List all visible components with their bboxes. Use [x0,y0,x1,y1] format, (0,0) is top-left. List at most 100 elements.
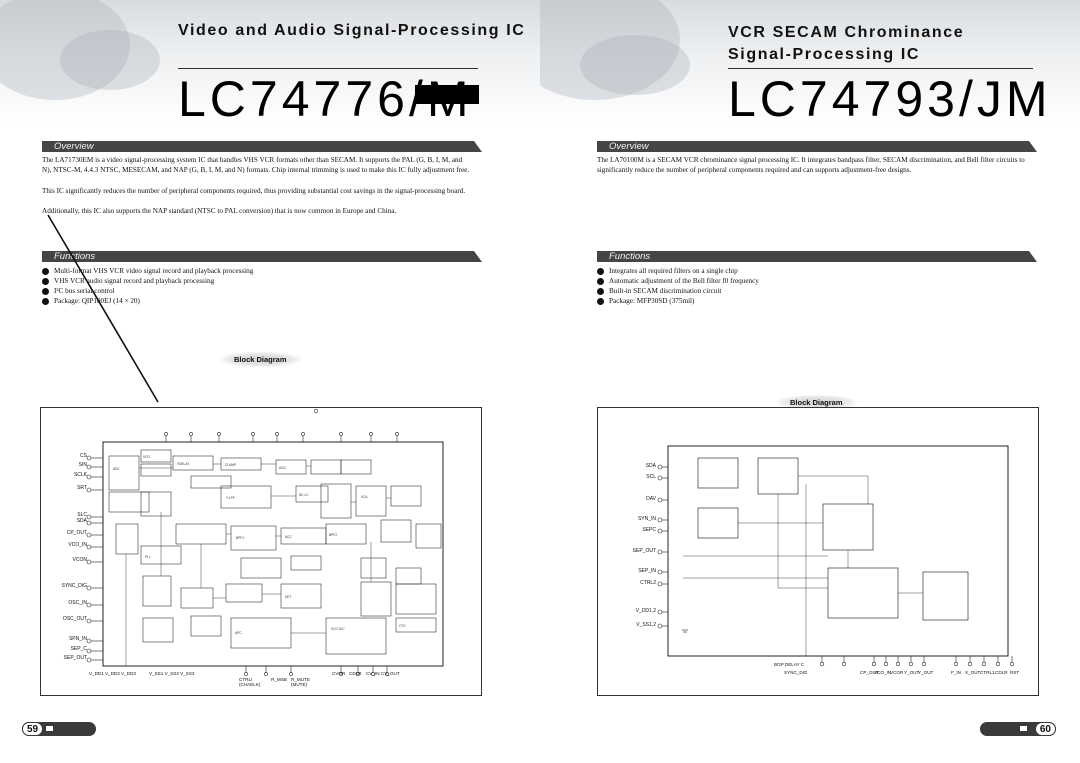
pin-label: SCLK [73,472,87,478]
pin-label: OSC_IN [68,600,87,606]
right-block-diagram-schematic [657,445,1015,667]
left-leader-line [47,214,159,403]
pin-label: Y_OUT [904,670,920,675]
pin-label: CTRLI (CHAELK) [239,677,261,687]
pin-label: CS [80,453,87,459]
pin-label: VCO_IN [874,670,892,675]
pin-label: VCON [72,557,87,563]
left-block-diagram-label: Block Diagram [220,352,301,367]
svg-text:VCO 3LC: VCO 3LC [331,627,345,631]
left-subtitle: Video and Audio Signal-Processing IC [178,22,526,39]
pin-label: SEP_OUT [63,655,87,661]
bullet-icon [42,277,49,285]
right-block-diagram-label: Block Diagram [776,395,857,410]
left-overview-heading: Overview [42,141,482,152]
pin-label: SPN_IN [68,636,87,642]
pin-label: CTRL2 [640,580,656,586]
left-overview-p2: This IC significantly reduces the number… [42,187,466,195]
left-title-rule [178,68,478,69]
list-item: Automatic adjustment of the Bell filter … [597,276,1037,286]
pin-label: OSC_OUT [62,616,87,622]
pin-label: VCOR [890,670,904,675]
pin-label: SIN [78,462,87,468]
left-page-number-tab: 59 [22,722,96,736]
left-block-diagram-schematic: ADC VCO YDELAY CLAMP AGC Y-LPF NC LC VCA… [86,408,444,676]
pin-label: R_MSB [271,677,287,682]
list-item: Integrates all required filters on a sin… [597,266,1037,276]
svg-text:BPF1: BPF1 [236,536,244,540]
svg-text:BPF2: BPF2 [329,533,337,537]
left-functions-heading: Functions [42,251,482,262]
bullet-icon [42,297,49,305]
pin-label: CVOR [332,671,346,676]
page-tab-icon [46,726,53,731]
svg-text:NC LC: NC LC [299,493,309,497]
svg-text:Y-LPF: Y-LPF [226,496,235,500]
list-item: Built-in SECAM discrimination circuit [597,286,1037,296]
left-header-background [0,0,540,125]
bullet-icon [597,267,604,275]
right-subtitle-line2: Signal-Processing IC [728,46,921,63]
bullet-icon [42,267,49,275]
pin-label: SLC [77,512,87,518]
pin-label: SEP_C [70,646,87,652]
pin-label: SDA [76,518,87,524]
list-item: VHS VCR audio signal record and playback… [42,276,472,286]
right-header-background [540,0,1080,125]
bullet-icon [597,287,604,295]
right-title: LC74793/JM [728,71,1052,127]
right-page-number-tab: 60 [980,722,1056,736]
right-functions-heading: Functions [597,251,1037,262]
svg-text:CTC: CTC [399,624,406,628]
pin-label: CP_OUT [66,530,87,536]
svg-text:APC: APC [235,631,242,635]
svg-text:YDELAY: YDELAY [177,462,190,466]
left-overview-p3: Additionally, this IC also supports the … [42,207,397,215]
pin-label: Y_OUT [918,670,934,675]
left-page: Video and Audio Signal-Processing IC LC7… [0,0,540,736]
bullet-icon [42,287,49,295]
pin-label: SCL [646,474,656,480]
right-overview-p1: The LA70100M is a SECAM VCR chrominance … [597,156,1025,174]
pin-label: V_DD1,2 [635,608,656,614]
left-overview-p1: The LA71730EM is a video signal-processi… [42,156,470,174]
left-title-redaction-bar [415,85,479,104]
svg-text:ADC: ADC [113,467,120,471]
pin-label: CDLR [995,670,1008,675]
pin-label: X_OUT [965,670,981,675]
list-item: Multi-format VHS VCR video signal record… [42,266,472,276]
svg-text:VCA: VCA [361,495,368,499]
svg-text:PLL: PLL [145,555,151,559]
right-page-number: 60 [1034,722,1056,736]
pin-label: CTRL1 [980,670,995,675]
svg-text:ACC: ACC [285,535,292,539]
svg-text:VCO: VCO [143,455,150,459]
pin-label: SYN_IN [637,516,656,522]
left-page-number: 59 [22,722,44,736]
pin-label: SEPC [642,527,656,533]
pin-label: SYNC_DIG [61,583,87,589]
bullet-icon [597,297,604,305]
pin-label: F_IN [951,670,961,675]
list-item: Package: MFP30SD (375mil) [597,296,1037,306]
list-item: I²C bus serial control [42,286,472,296]
right-subtitle-line1: VCR SECAM Chrominance [728,24,965,41]
pin-label: SEP_OUT [632,548,656,554]
right-overview-heading: Overview [597,141,1037,152]
pin-label: RST [1010,670,1020,675]
svg-text:AGC: AGC [279,466,287,470]
right-block-diagram: SDA SCL DAV SYN_IN SEPC SEP_OUT SEP_IN C… [597,407,1039,696]
pin-label: SDA [645,463,656,469]
svg-text:CLAMP: CLAMP [225,463,236,467]
pin-label: V_SS1 V_SS2 V_SS3 [149,671,195,676]
left-block-diagram: ADC VCO YDELAY CLAMP AGC Y-LPF NC LC VCA… [40,407,482,696]
right-functions-list: Integrates all required filters on a sin… [597,266,1037,306]
pin-label: V_SS1,2 [636,622,656,628]
pin-label: SEP_IN [638,568,656,574]
svg-text:DET: DET [285,595,291,599]
pin-label: SRT [77,485,87,491]
bullet-icon [597,277,604,285]
page-tab-icon [1020,726,1027,731]
pin-label: R_MUTE (MUTE) [291,677,310,687]
pin-label: VCO_IN [68,542,87,548]
